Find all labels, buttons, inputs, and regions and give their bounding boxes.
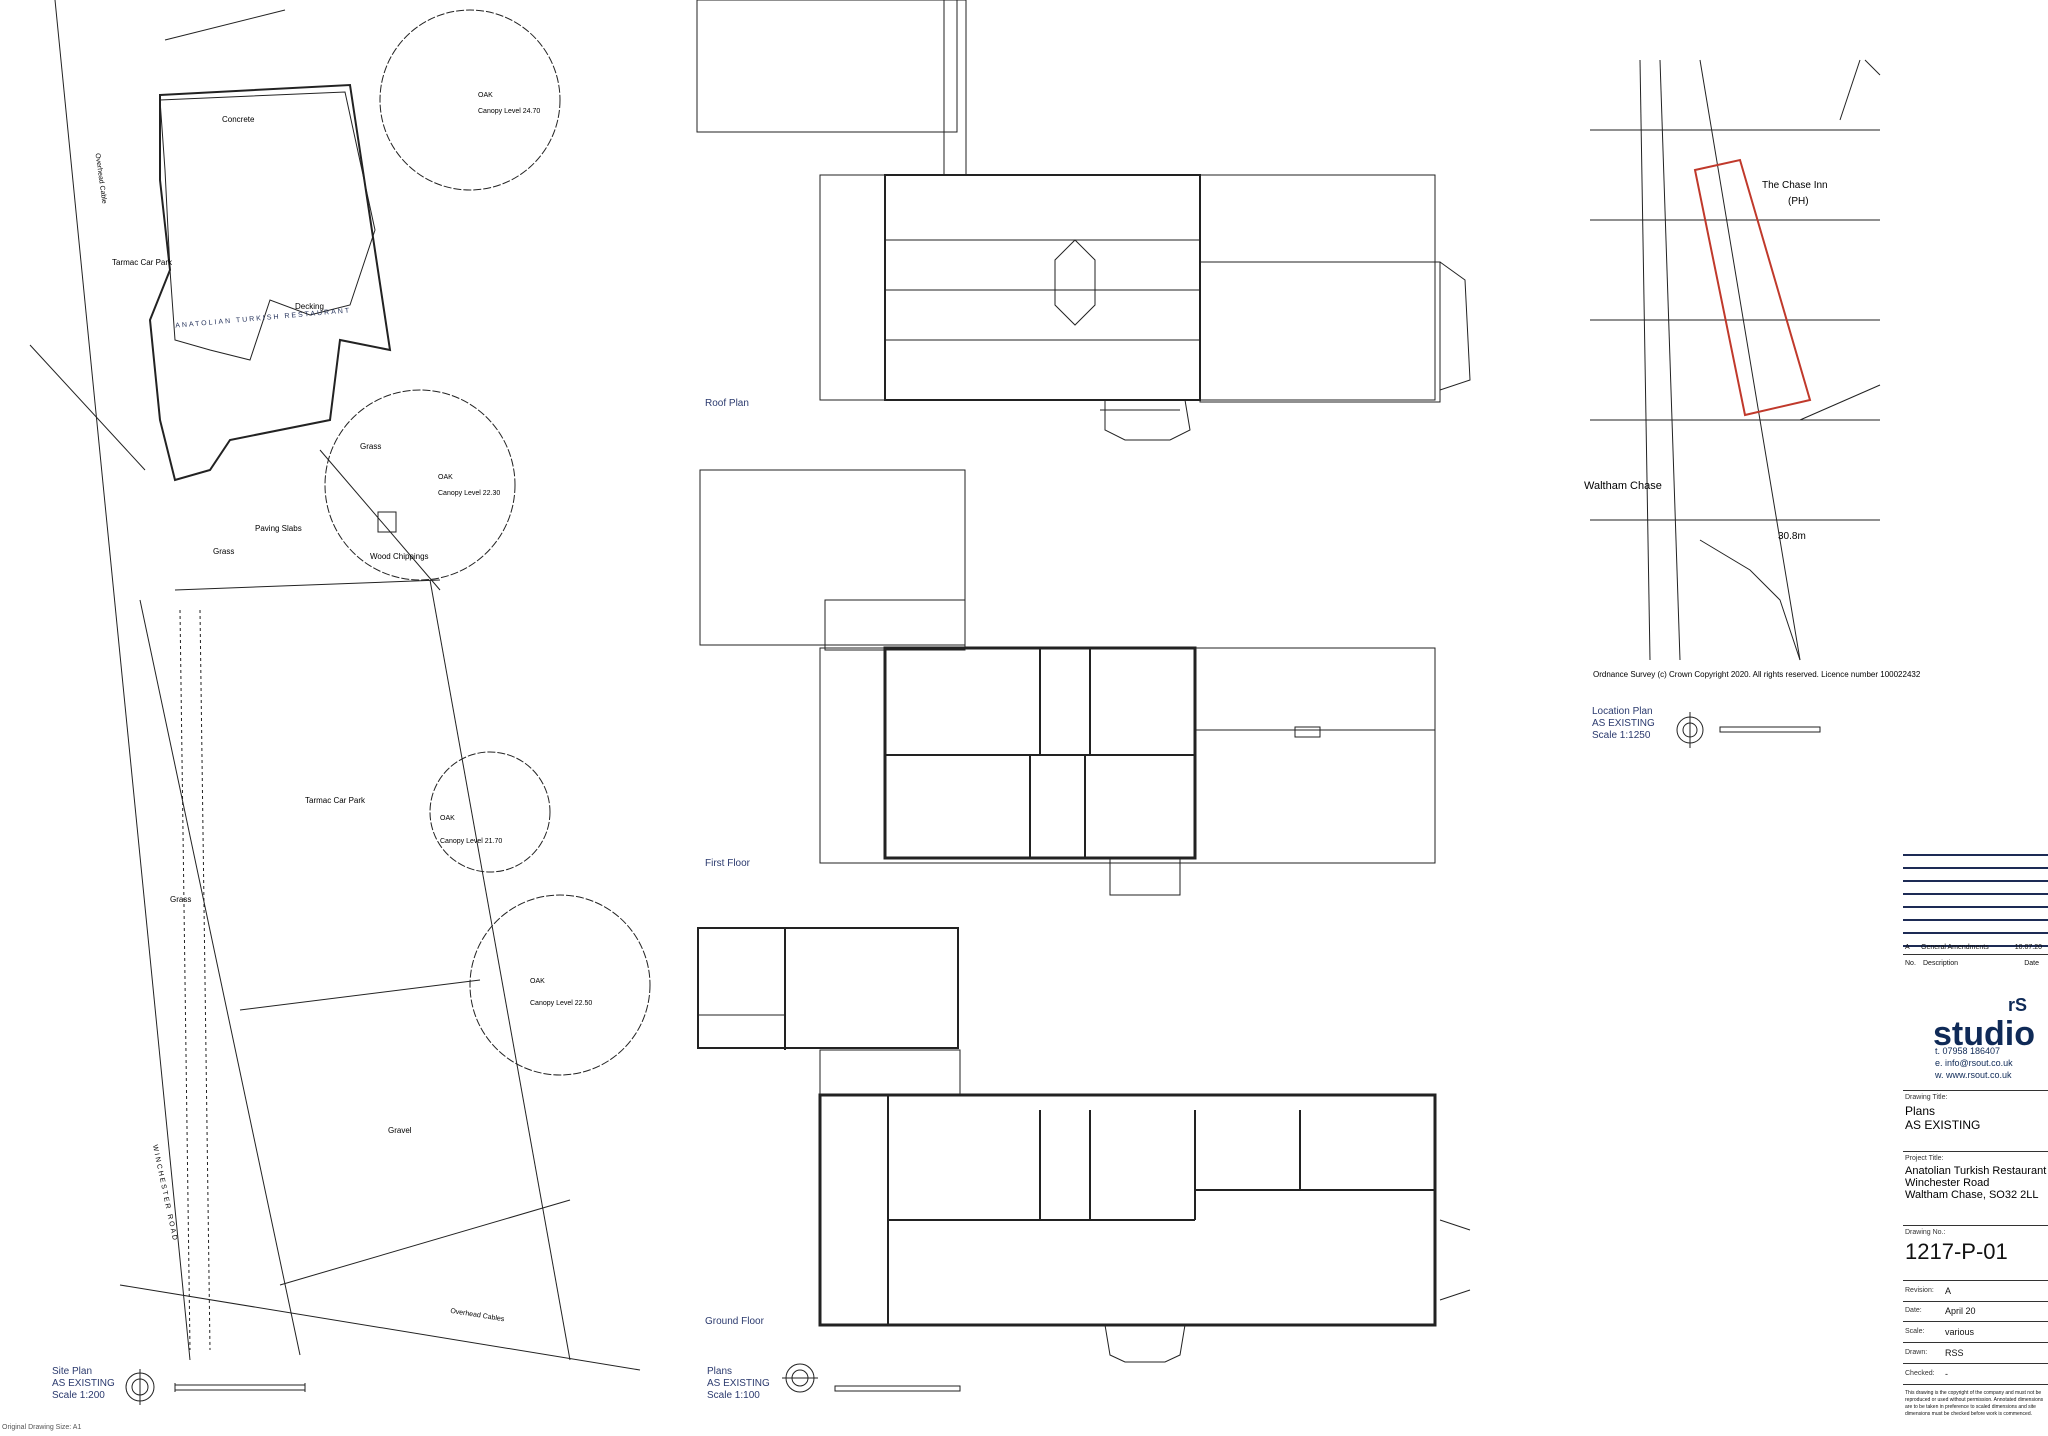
studio-logo: studio rS — [1933, 995, 2035, 1054]
grass-label: Grass — [360, 442, 382, 451]
roof-plan-label: Roof Plan — [705, 398, 749, 409]
site-plan-linework — [29, 0, 651, 1405]
drawing-title-header: Drawing Title: — [1905, 1094, 1948, 1101]
first-floor-label: First Floor — [705, 858, 750, 869]
drawing-title-section: Drawing Title: Plans AS EXISTING — [1903, 1090, 2048, 1132]
decking-label: Decking — [295, 302, 324, 311]
checked-field: Checked: - — [1903, 1364, 2048, 1385]
contact-block: t. 07958 186407 e. info@rsout.co.uk w. w… — [1935, 1045, 2013, 1081]
ph-label: (PH) — [1788, 196, 1809, 207]
date-header: Date: — [1905, 1307, 1922, 1314]
revision-field: Revision: A — [1903, 1280, 2048, 1302]
paving-slabs-label: Paving Slabs — [255, 524, 302, 533]
tree-label: OAK — [440, 815, 455, 822]
ground-floor-linework — [697, 927, 1471, 1393]
project-title-header: Project Title: — [1905, 1155, 1944, 1162]
revision-row: A General Amendments 10.07.20 — [1903, 944, 2048, 955]
drawing-number: 1217-P-01 — [1905, 1239, 2008, 1264]
drawing-title-2: AS EXISTING — [1905, 1118, 1981, 1132]
revision-description: General Amendments — [1921, 944, 1989, 951]
level-label: 30.8m — [1778, 531, 1806, 542]
site-plan-title: Site Plan — [52, 1366, 93, 1377]
col-description: Description — [1923, 960, 1959, 967]
wood-chippings-label: Wood Chippings — [370, 552, 429, 561]
revision-header: Revision: — [1905, 1287, 1934, 1294]
col-date: Date — [2024, 960, 2039, 967]
date-value: April 20 — [1945, 1306, 1976, 1316]
revision-no: A — [1905, 944, 1910, 951]
website: w. www.rsout.co.uk — [1935, 1070, 2012, 1080]
site-plan-status: AS EXISTING — [52, 1378, 115, 1389]
location-plan-status: AS EXISTING — [1592, 718, 1655, 729]
drawn-value: RSS — [1945, 1348, 1964, 1358]
tree-canopy-label: Canopy Level 24.70 — [478, 108, 541, 115]
gravel-label: Gravel — [388, 1126, 412, 1135]
grass-label: Grass — [170, 895, 192, 904]
date-field: Date: April 20 — [1903, 1301, 2048, 1322]
plans-title: Plans — [707, 1366, 733, 1377]
original-size-note: Original Drawing Size: A1 — [2, 1424, 82, 1431]
title-block: A General Amendments 10.07.20 No. Descri… — [1903, 850, 2048, 1436]
location-plan-scale: Scale 1:1250 — [1592, 730, 1651, 741]
checked-value: - — [1945, 1369, 1948, 1379]
inn-label: The Chase Inn — [1762, 180, 1828, 191]
tarmac-car-park-label: Tarmac Car Park — [305, 796, 366, 805]
email: e. info@rsout.co.uk — [1935, 1058, 2013, 1068]
logo-main: studio — [1933, 1015, 2035, 1053]
logo-sup: rS — [2008, 995, 2028, 1015]
grass-label: Grass — [213, 547, 235, 556]
scale-header: Scale: — [1905, 1328, 1925, 1335]
phone: t. 07958 186407 — [1935, 1046, 2001, 1056]
checked-header: Checked: — [1905, 1370, 1935, 1377]
tree-label: OAK — [530, 978, 545, 985]
tarmac-car-park-label: Tarmac Car Park — [112, 258, 173, 267]
scale-value: various — [1945, 1327, 1975, 1337]
drawn-field: Drawn: RSS — [1903, 1343, 2048, 1364]
location-plan-caption: Location Plan AS EXISTING Scale 1:1250 — [1592, 706, 1655, 742]
revision-value: A — [1945, 1286, 1952, 1296]
location-plan-linework — [1590, 59, 1881, 748]
disclaimer: This drawing is the copyright of the com… — [1905, 1390, 2044, 1417]
concrete-label: Concrete — [222, 115, 255, 124]
revision-date: 10.07.20 — [2014, 944, 2042, 951]
drawn-header: Drawn: — [1905, 1349, 1928, 1356]
drawing-number-section: Drawing No.: 1217-P-01 — [1903, 1225, 2048, 1265]
plans-status: AS EXISTING — [707, 1378, 770, 1389]
plans-scale: Scale 1:100 — [707, 1390, 760, 1401]
scale-field: Scale: various — [1903, 1322, 2048, 1343]
project-line-3: Waltham Chase, SO32 2LL — [1905, 1189, 2039, 1201]
site-plan-caption: Site Plan AS EXISTING Scale 1:200 — [52, 1366, 115, 1402]
location-plan-title: Location Plan — [1592, 706, 1653, 717]
roof-plan-linework — [696, 0, 1471, 441]
project-title-section: Project Title: Anatolian Turkish Restaur… — [1903, 1151, 2048, 1201]
revision-columns: No. Description Date — [1905, 960, 2045, 967]
project-line-2: Winchester Road — [1905, 1177, 1990, 1189]
tree-canopy-label: Canopy Level 22.50 — [530, 1000, 593, 1007]
tree-label: OAK — [478, 92, 493, 99]
drawing-title-1: Plans — [1905, 1104, 1936, 1118]
os-copyright: Ordnance Survey (c) Crown Copyright 2020… — [1593, 670, 1921, 679]
project-line-1: Anatolian Turkish Restaurant — [1905, 1165, 2047, 1177]
drawing-number-header: Drawing No.: — [1905, 1229, 1946, 1236]
place-label: Waltham Chase — [1584, 480, 1662, 492]
tree-canopy-label: Canopy Level 22.30 — [438, 490, 501, 497]
ground-floor-label: Ground Floor — [705, 1316, 764, 1327]
plans-caption: Plans AS EXISTING Scale 1:100 — [707, 1366, 770, 1402]
tree-label: OAK — [438, 474, 453, 481]
first-floor-linework — [699, 469, 1436, 896]
tree-canopy-label: Canopy Level 21.70 — [440, 838, 503, 845]
col-no: No. — [1905, 960, 1916, 967]
title-block-header-lines — [1903, 854, 2048, 947]
site-plan-scale: Scale 1:200 — [52, 1390, 105, 1401]
